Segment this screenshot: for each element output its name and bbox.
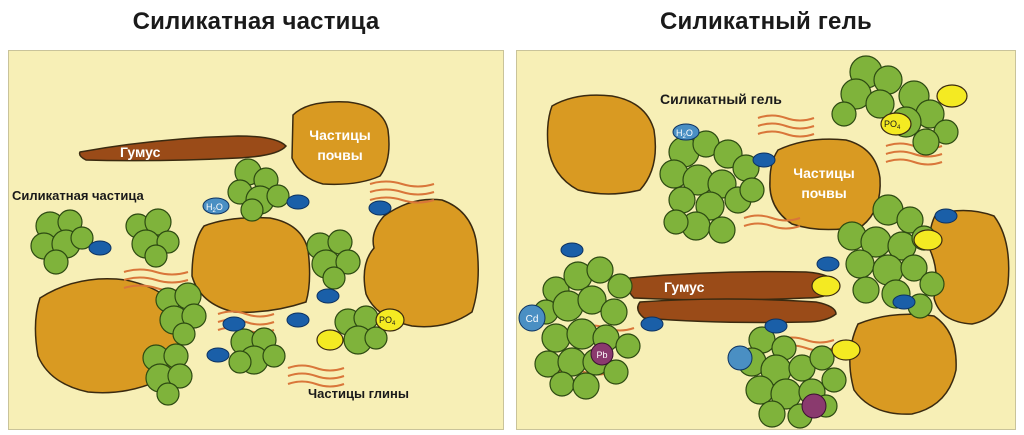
soil-particle xyxy=(546,94,657,195)
svg-text:H2O: H2O xyxy=(676,128,693,140)
soil-label-line1: Частицы xyxy=(309,127,370,143)
phosphate-molecule-plain xyxy=(831,339,861,361)
water-formula: H xyxy=(206,202,213,212)
cadmium-ion: Cd xyxy=(518,304,546,332)
phosphate-label: PO4 xyxy=(379,315,396,327)
svg-text:Cd: Cd xyxy=(526,314,539,325)
clay-particles-label: Частицы глины xyxy=(308,386,409,401)
humus-strand xyxy=(637,298,837,324)
phosphate-molecule-plain xyxy=(913,229,943,251)
phosphate-molecule xyxy=(375,308,405,332)
water-molecules xyxy=(88,194,392,363)
lead-ion-plain xyxy=(801,393,827,419)
soil-particle xyxy=(363,198,479,328)
water-badge: H2O xyxy=(202,197,230,215)
silicate-particle-label: Силикатная частица xyxy=(12,188,145,203)
soil-label-line1: Частицы xyxy=(793,165,854,181)
phosphate-molecule-plain xyxy=(811,275,841,297)
water-badge: H2O xyxy=(672,123,700,141)
right-panel-title: Силикатный гель xyxy=(660,8,872,35)
soil-particle xyxy=(291,101,390,186)
silicate-particle-panel: H2O PO4 Гумус Частицы почвы Силикатная ч… xyxy=(8,50,504,430)
humus-strand xyxy=(627,270,839,301)
humus-strand xyxy=(78,135,288,162)
humus-label: Гумус xyxy=(664,279,705,295)
soil-label-line2: почвы xyxy=(801,185,846,201)
cadmium-ion-plain xyxy=(727,345,753,371)
humus-label: Гумус xyxy=(120,144,161,160)
lead-ion: Pb xyxy=(590,342,614,366)
silicate-clusters xyxy=(30,158,388,406)
phosphate-molecule xyxy=(880,112,912,136)
svg-text:Pb: Pb xyxy=(596,350,607,360)
phosphate-label: PO4 xyxy=(884,119,901,131)
soil-particle xyxy=(191,216,311,314)
svg-text:H2O: H2O xyxy=(206,202,223,214)
soil-particle xyxy=(928,209,1010,325)
silicate-gel-label: Силикатный гель xyxy=(660,91,782,107)
water-formula: H xyxy=(676,128,683,138)
silicate-gel-panel: H2O PO4 Cd Pb Силикатный гель Частицы по… xyxy=(516,50,1016,430)
soil-label-line2: почвы xyxy=(317,147,362,163)
water-molecules xyxy=(560,152,958,334)
phosphate-molecule-plain xyxy=(316,329,344,351)
soil-particle xyxy=(849,313,957,415)
phosphate-molecule-plain xyxy=(936,84,968,108)
left-panel-title: Силикатная частица xyxy=(132,8,380,35)
